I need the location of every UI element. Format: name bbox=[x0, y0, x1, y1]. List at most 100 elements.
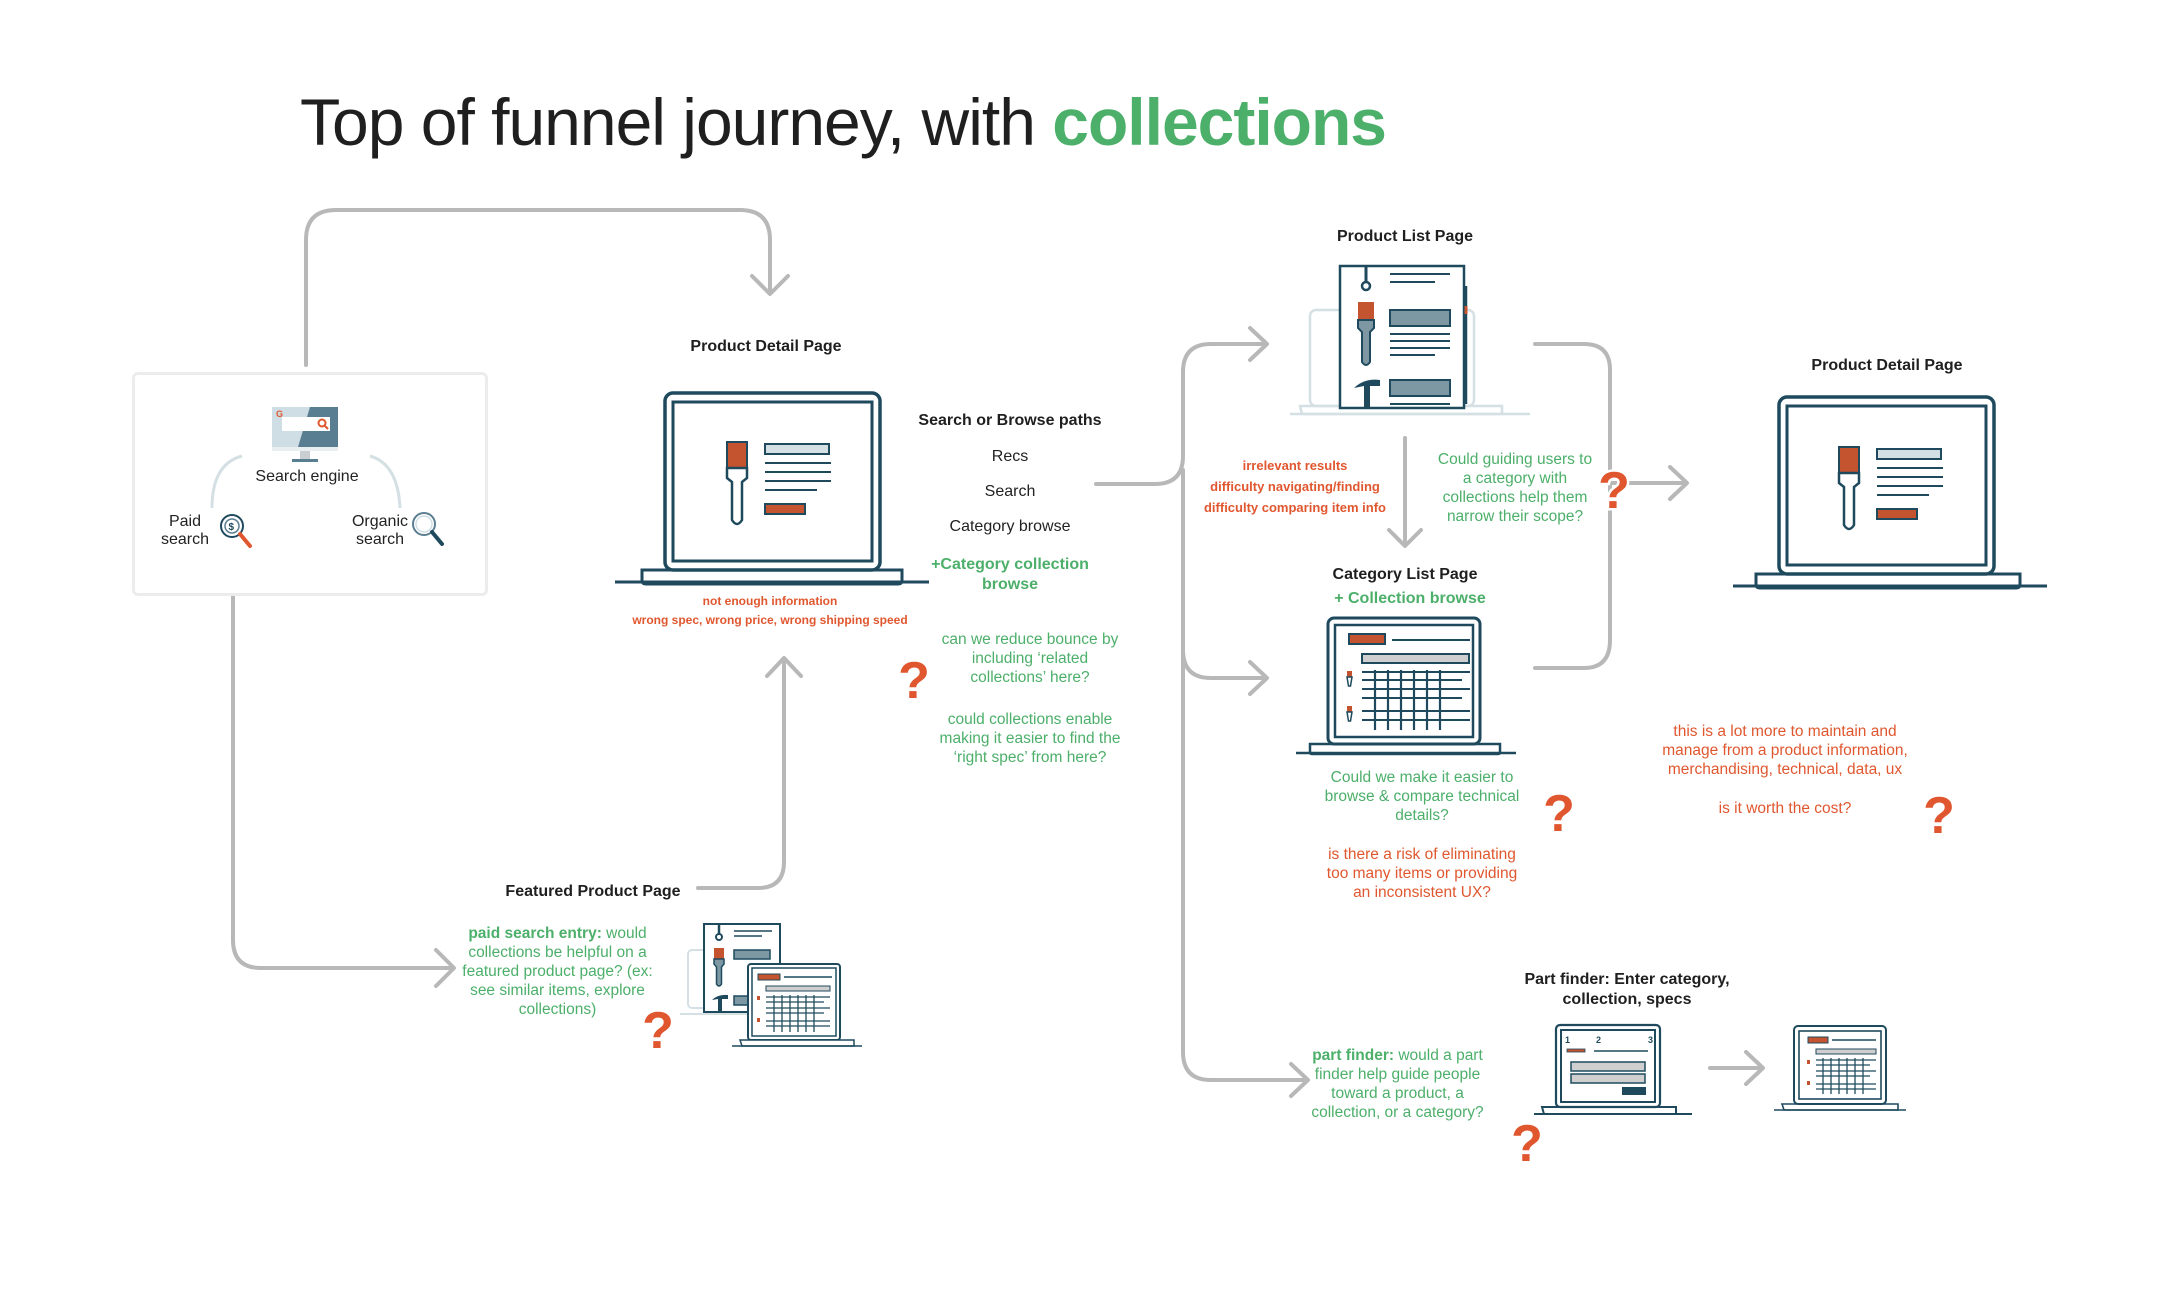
arrowhead-partfinder bbox=[1289, 1062, 1310, 1098]
arrowhead-clp bbox=[1248, 660, 1269, 696]
question-mark-icon: ? bbox=[640, 1002, 677, 1056]
arrowhead-pdp-bottom bbox=[765, 656, 803, 678]
pdp-question-bounce: can we reduce bounce by including ‘relat… bbox=[920, 630, 1140, 687]
plp-label: Product List Page bbox=[1336, 228, 1474, 245]
arrowhead-pdp-top bbox=[750, 274, 790, 296]
svg-text:?: ? bbox=[642, 1002, 674, 1056]
plp-issue: difficulty comparing item info bbox=[1203, 500, 1386, 515]
pdp-main-label: Product Detail Page bbox=[690, 338, 842, 355]
note-line: making it easier to find the bbox=[939, 730, 1121, 747]
clp-laptop-icon bbox=[1296, 616, 1516, 756]
path-item-recs: Recs bbox=[991, 448, 1029, 465]
paths-heading: Search or Browse paths bbox=[918, 412, 1102, 429]
paid-search-label: Paid search bbox=[155, 513, 215, 549]
note-line: could collections enable bbox=[947, 711, 1113, 728]
page-title: Top of funnel journey, with collections bbox=[300, 84, 1387, 160]
svg-text:?: ? bbox=[898, 652, 930, 706]
connector-paid-to-featured bbox=[231, 566, 454, 970]
note-line: collections’ here? bbox=[970, 669, 1090, 686]
clp-sublabel: + Collection browse bbox=[1334, 590, 1486, 607]
part-finder-question: part finder: would a part finder help gu… bbox=[1300, 1046, 1495, 1122]
pdp-laptop-icon bbox=[615, 391, 929, 586]
note-line: including ‘related bbox=[971, 650, 1089, 667]
organic-search-label-line2: search bbox=[355, 531, 405, 548]
pdp-issue: not enough information bbox=[702, 594, 838, 608]
note-line: toward a product, a bbox=[1331, 1085, 1464, 1102]
arrowhead-clp-top bbox=[1387, 528, 1423, 548]
connector-engine-to-pdp bbox=[304, 208, 772, 367]
featured-question: paid search entry: would collections be … bbox=[455, 924, 660, 1019]
note-line: too many items or providing bbox=[1326, 865, 1518, 882]
title-prefix: Top of funnel journey, with bbox=[300, 85, 1053, 159]
featured-question-first-line: paid search entry: would bbox=[455, 924, 660, 943]
step-1: 1 bbox=[1565, 1035, 1570, 1045]
note-line: an inconsistent UX? bbox=[1353, 884, 1491, 901]
organic-search-label-line1: Organic bbox=[351, 513, 409, 530]
path-item-category-browse: Category browse bbox=[949, 518, 1071, 535]
note-line: is there a risk of eliminating bbox=[1328, 846, 1516, 863]
path-new-line2: browse bbox=[981, 576, 1038, 593]
step-3: 3 bbox=[1648, 1035, 1653, 1045]
pdp-question-right-spec: could collections enable making it easie… bbox=[910, 710, 1150, 767]
plp-issue: irrelevant results bbox=[1242, 458, 1348, 473]
pdp-main-issues: not enough information wrong spec, wrong… bbox=[615, 592, 925, 630]
search-engine-monitor-icon: G bbox=[272, 407, 338, 462]
note-line: this is a lot more to maintain and bbox=[1673, 723, 1897, 740]
svg-text:G: G bbox=[276, 409, 283, 419]
note-line: see similar items, explore bbox=[470, 982, 645, 999]
part-finder-results-laptop-icon bbox=[1774, 1025, 1906, 1111]
pdp-end-cost-question: is it worth the cost? bbox=[1718, 800, 1852, 817]
plp-document-icon bbox=[1290, 264, 1530, 416]
part-finder-question-bold: part finder: bbox=[1312, 1047, 1395, 1064]
note-line: details? bbox=[1395, 807, 1449, 824]
connector-featured-to-pdp bbox=[696, 658, 786, 890]
note-line: finder help guide people bbox=[1314, 1066, 1481, 1083]
step-2: 2 bbox=[1596, 1035, 1601, 1045]
note-line: Could guiding users to bbox=[1437, 451, 1593, 468]
plp-issue: difficulty navigating/finding bbox=[1210, 479, 1380, 494]
featured-label: Featured Product Page bbox=[505, 883, 681, 900]
question-mark-icon: ? bbox=[896, 652, 933, 706]
plp-issues: irrelevant results difficulty navigating… bbox=[1190, 455, 1400, 518]
note-line: collections help them bbox=[1442, 489, 1588, 506]
question-mark-icon: ? bbox=[1509, 1115, 1546, 1169]
note-line: collections be helpful on a bbox=[468, 944, 647, 961]
connector-paths-to-partfinder bbox=[1181, 648, 1309, 1082]
svg-text:?: ? bbox=[1923, 787, 1955, 841]
arrowhead-featured bbox=[434, 948, 456, 988]
svg-text:?: ? bbox=[1598, 462, 1630, 516]
note-line: manage from a product information, bbox=[1662, 742, 1908, 759]
question-mark-icon: ? bbox=[1596, 462, 1633, 516]
pdp-end-label: Product Detail Page bbox=[1811, 357, 1963, 374]
svg-text:$: $ bbox=[229, 522, 235, 533]
connector-paths-stem bbox=[1094, 342, 1267, 486]
part-finder-label-line2: collection, specs bbox=[1562, 991, 1692, 1008]
note-line: a category with bbox=[1462, 470, 1568, 487]
note-line: featured product page? (ex: bbox=[462, 963, 653, 980]
plp-question: Could guiding users to a category with c… bbox=[1420, 450, 1610, 526]
path-new-line1: +Category collection bbox=[931, 556, 1089, 573]
note-line: ‘right spec’ from here? bbox=[953, 749, 1107, 766]
clp-question: Could we make it easier to browse & comp… bbox=[1302, 768, 1542, 825]
pdp-end-cost-note: this is a lot more to maintain and manag… bbox=[1640, 722, 1930, 779]
arrowhead-results bbox=[1744, 1050, 1765, 1086]
clp-risk: is there a risk of eliminating too many … bbox=[1302, 845, 1542, 902]
arrowhead-pdp-end bbox=[1668, 465, 1689, 501]
search-engine-label: Search engine bbox=[255, 468, 359, 485]
note-line: browse & compare technical bbox=[1324, 788, 1520, 805]
note-line: collections) bbox=[518, 1001, 597, 1018]
svg-text:?: ? bbox=[1511, 1115, 1543, 1169]
search-engine-arcs bbox=[210, 454, 402, 509]
featured-question-bold: paid search entry: bbox=[468, 925, 602, 942]
paid-search-label-line1: Paid bbox=[168, 513, 202, 530]
path-item-search: Search bbox=[984, 483, 1036, 500]
featured-question-rest: would bbox=[601, 925, 647, 942]
question-mark-icon: ? bbox=[1541, 785, 1578, 839]
title-accent: collections bbox=[1052, 85, 1387, 159]
arrowhead-plp bbox=[1248, 326, 1269, 362]
question-mark-icon: ? bbox=[1921, 787, 1958, 841]
connector-plp-to-pdp-end bbox=[1533, 342, 1612, 670]
part-finder-laptop-icon: 1 2 3 bbox=[1534, 1023, 1692, 1115]
paid-search-magnifier-icon: $ bbox=[220, 514, 252, 548]
